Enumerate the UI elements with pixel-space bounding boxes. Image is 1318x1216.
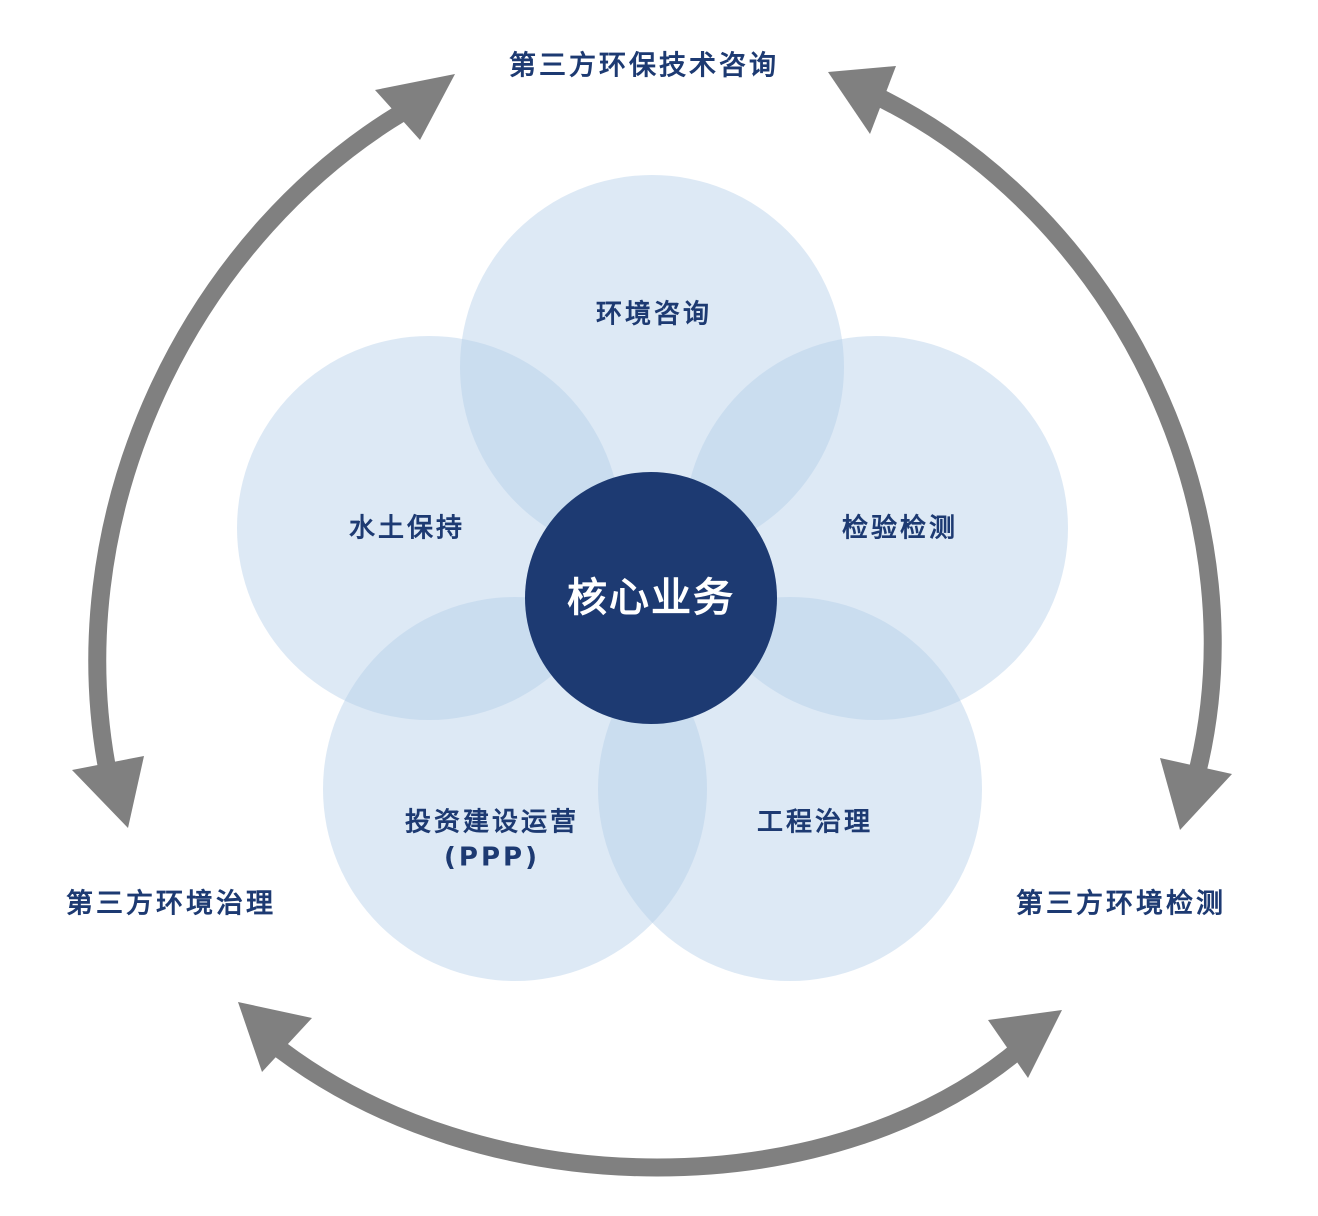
petal-environment-consulting — [460, 175, 844, 559]
outer-label-top: 第三方环保技术咨询 — [509, 50, 779, 82]
petal-label-inspection-testing: 检验检测 — [842, 513, 958, 544]
arrow-head-bottom-left — [72, 756, 144, 828]
petal-label-ppp-investment: 投资建设运营 — [405, 808, 579, 838]
arrow-head-top-right — [828, 66, 896, 134]
arrow-head-bottom-arc-left — [238, 1002, 312, 1072]
outer-label-left: 第三方环境治理 — [66, 888, 276, 920]
petal-label-engineering-treatment: 工程治理 — [757, 808, 873, 838]
petal-sublabel-ppp: (PPP) — [444, 843, 540, 873]
arrow-arc-left — [88, 94, 425, 794]
petal-label-soil-water-conservation: 水土保持 — [349, 514, 465, 544]
core-label: 核心业务 — [567, 575, 735, 621]
core-circle — [525, 472, 777, 724]
arrow-head-bottom-arc-right — [988, 1010, 1062, 1078]
cycle-arrows — [72, 66, 1232, 1177]
petal-soil-water-conservation — [237, 336, 621, 720]
arrow-head-bottom-right — [1160, 758, 1232, 830]
arrow-arc-right — [864, 83, 1222, 795]
arrow-head-top-left — [375, 74, 455, 140]
petal-inspection-testing — [684, 336, 1068, 720]
arrow-arc-bottom — [262, 1032, 1036, 1177]
petal-label-environment-consulting: 环境咨询 — [596, 299, 712, 330]
outer-label-right: 第三方环境检测 — [1016, 888, 1226, 920]
